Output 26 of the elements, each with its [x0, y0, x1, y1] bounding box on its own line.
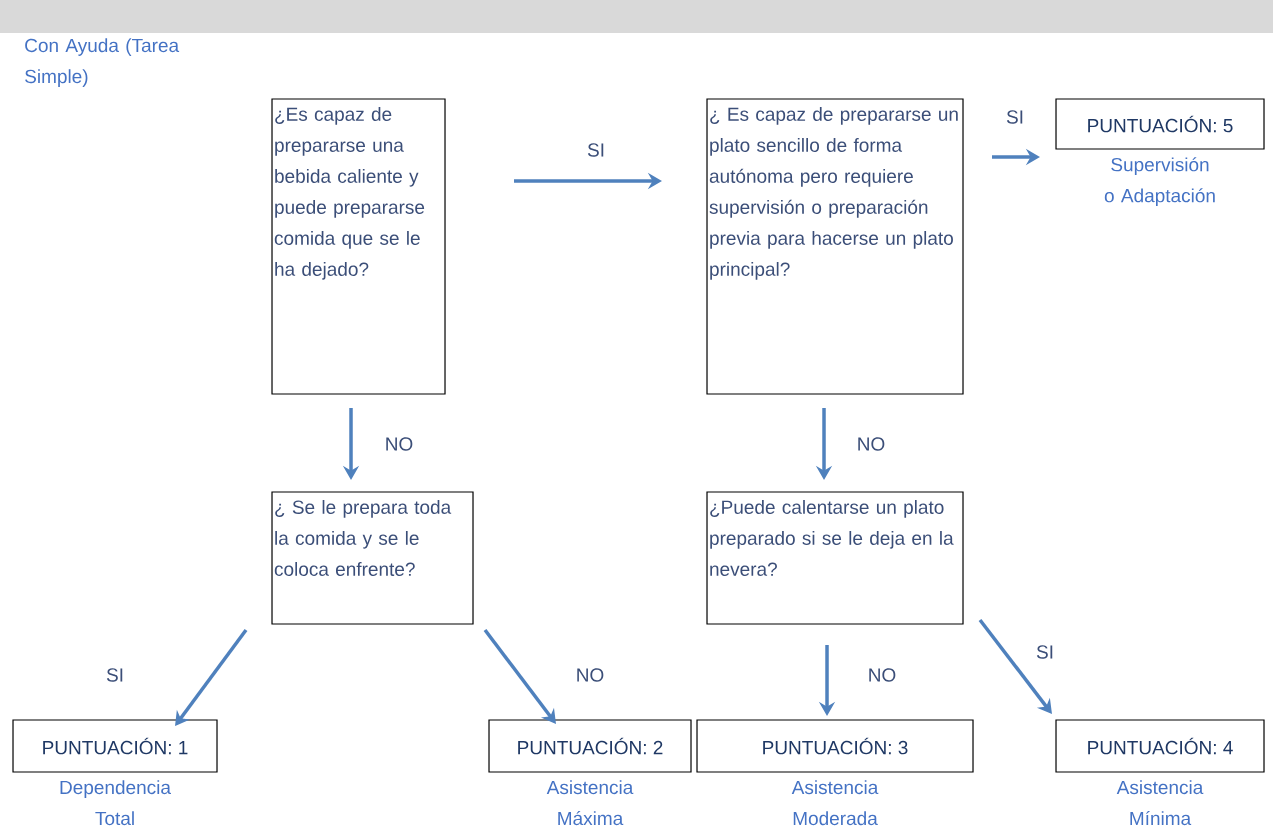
question-box: ¿ Es capaz de prepararse un plato sencillo de forma autónoma pero requiere supervisión o preparación previa para hacerse un plato principal? [706, 98, 964, 395]
edge-label: NO [573, 666, 607, 684]
edge-label: SI [585, 141, 607, 159]
score-caption: Asistencia Máxima [546, 780, 634, 826]
score-caption: Asistencia Moderada [791, 780, 879, 826]
score-box: PUNTUACIÓN: 4 [1055, 719, 1265, 773]
heading-label: Con Ayuda (Tarea Simple) [25, 38, 180, 87]
arrow [978, 618, 1052, 714]
edge-label: SI [1004, 108, 1026, 126]
arrow [483, 628, 556, 724]
score-caption: Asistencia Mínima [1116, 780, 1204, 826]
score-box: PUNTUACIÓN: 1 [12, 719, 218, 773]
edge-label: SI [1034, 643, 1056, 661]
score-caption: Dependencia Total [60, 780, 171, 826]
score-box: PUNTUACIÓN: 5 [1055, 98, 1265, 150]
edge-label: NO [382, 435, 416, 453]
score-box: PUNTUACIÓN: 3 [696, 719, 974, 773]
edge-label: NO [854, 435, 888, 453]
edge-label: NO [865, 666, 899, 684]
edge-label: SI [104, 666, 126, 684]
score-box: PUNTUACIÓN: 2 [488, 719, 692, 773]
question-box: ¿ Se le prepara toda la comida y se le coloca enfrente? [271, 491, 474, 625]
arrow [175, 628, 248, 726]
question-box: ¿Es capaz de prepararse una bebida caliente y puede prepararse comida que se le ha dejado? [271, 98, 446, 395]
score-caption: Supervisión o Adaptación [1104, 157, 1215, 207]
question-box: ¿Puede calentarse un plato preparado si se le deja en la nevera? [706, 491, 964, 625]
